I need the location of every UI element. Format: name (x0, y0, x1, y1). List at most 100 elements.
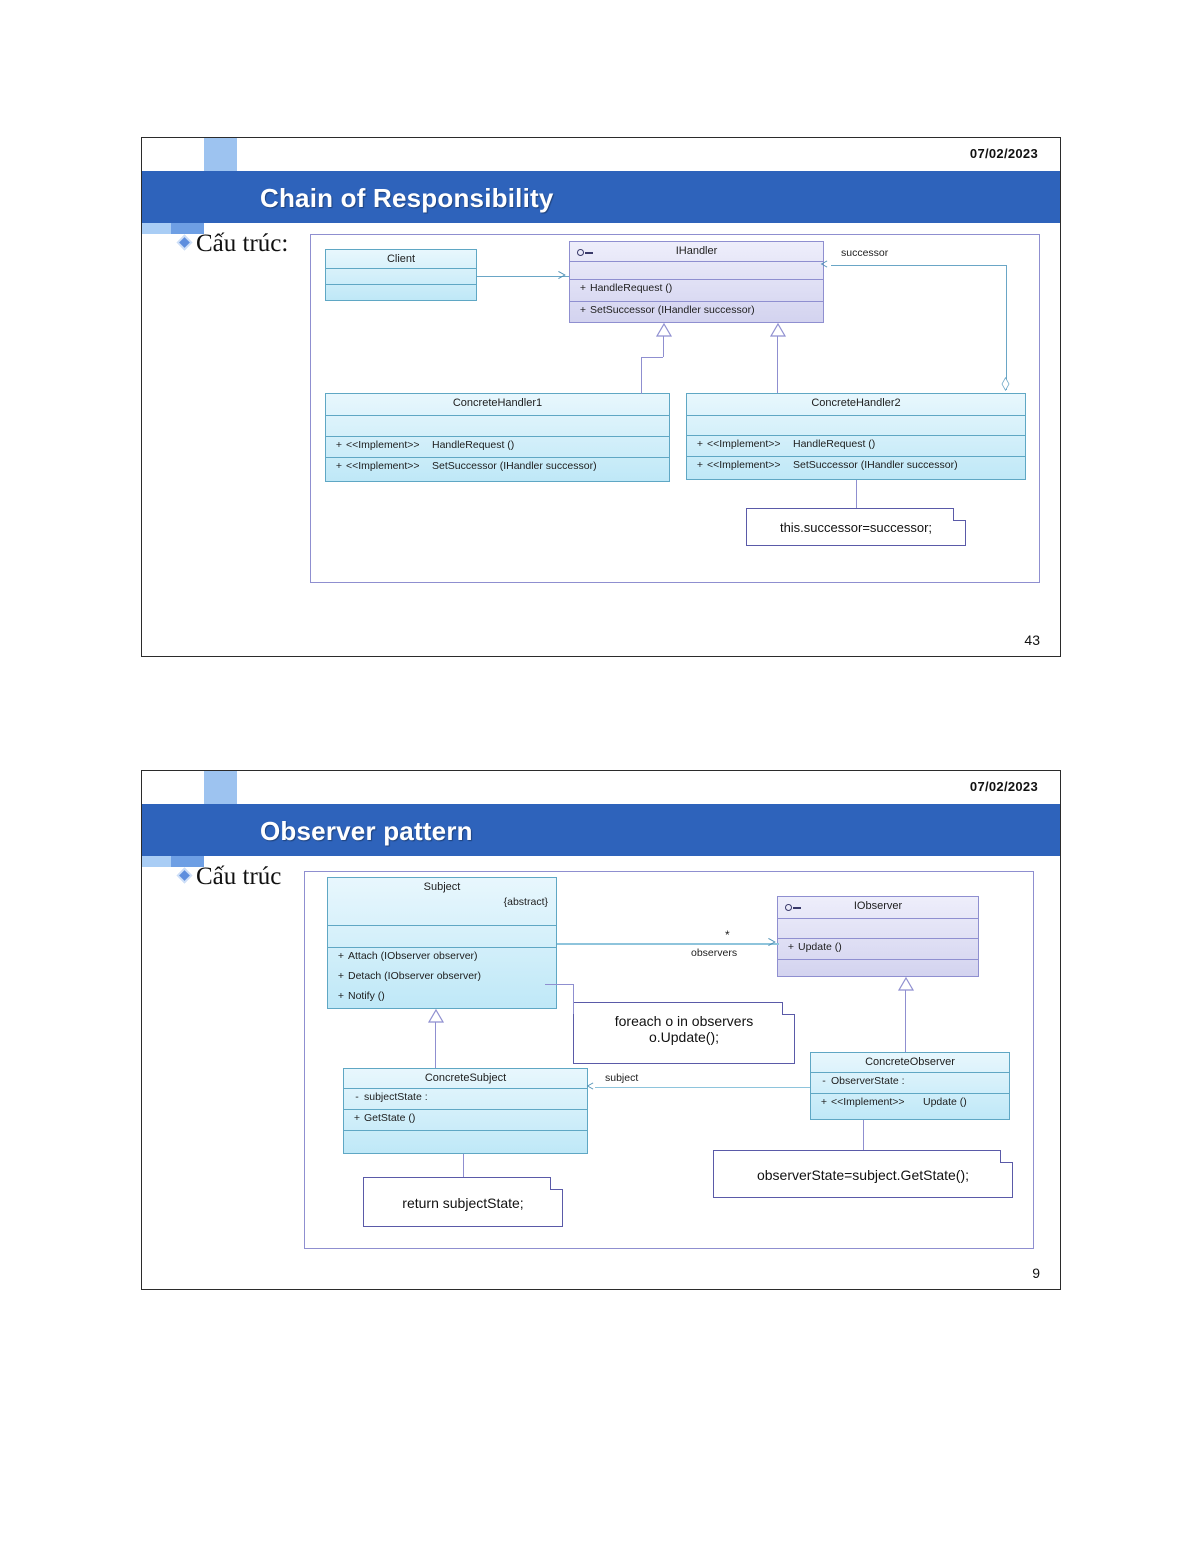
stereotype-label: <<Implement>> (831, 1096, 905, 1108)
bullet-cau-truc: Cấu trúc: (176, 230, 289, 258)
class-attributes-ihandler (570, 262, 823, 280)
uml-note-this-successor: this.successor=successor; (746, 508, 966, 546)
class-operation-row: +HandleRequest () (570, 280, 823, 302)
note-fold-corner (953, 508, 966, 521)
stereotype-label: <<Implement>> (707, 438, 781, 450)
slide-title: Chain of Responsibility (260, 183, 554, 213)
class-name-concretehandler2: ConcreteHandler2 (687, 394, 1025, 416)
slide-date: 07/02/2023 (969, 779, 1038, 794)
connector-successor-v (1006, 265, 1007, 390)
class-attribute-row: -ObserverState : (811, 1073, 1009, 1094)
class-operation-row: +GetState () (344, 1110, 587, 1131)
uml-class-concretesubject: ConcreteSubject -subjectState : +GetStat… (343, 1068, 588, 1154)
arrow-head-observers (768, 938, 776, 946)
operation-signature: SetSuccessor (IHandler successor) (432, 460, 597, 472)
class-attributes-concretehandler1 (326, 416, 669, 437)
note-text: observerState=subject.GetState(); (756, 1167, 970, 1183)
uml-class-ihandler: IHandler +HandleRequest () +SetSuccessor… (569, 241, 824, 323)
bullet-cau-truc: Cấu trúc (176, 863, 282, 891)
note-fold-corner (1000, 1150, 1013, 1163)
class-name-concretehandler1: ConcreteHandler1 (326, 394, 669, 416)
slide-title-bar: Chain of Responsibility (142, 171, 1060, 223)
connector-ch1-ihandler-v2 (663, 335, 664, 357)
connector-notify-note-h (545, 984, 573, 985)
note-fold-corner (550, 1177, 563, 1190)
class-operation-row: +Update () (778, 939, 978, 960)
slide-title-bar: Observer pattern (142, 804, 1060, 856)
class-attributes-iobserver (778, 919, 978, 939)
generalization-triangle-concreteobserver (897, 977, 915, 991)
deco-square-1 (204, 138, 237, 171)
visibility-marker: + (337, 950, 345, 962)
visibility-marker: + (820, 1096, 828, 1108)
connector-client-ihandler (477, 276, 569, 277)
visibility-marker: + (696, 459, 704, 471)
note-text: this.successor=successor; (779, 520, 933, 535)
uml-diagram-canvas-observer: Subject {abstract} +Attach (IObserver ob… (304, 871, 1034, 1249)
slide-page-number: 43 (1024, 632, 1040, 648)
class-operation-row: +<<Implement>> SetSuccessor (IHandler suc… (326, 458, 669, 479)
uml-class-concretehandler2: ConcreteHandler2 +<<Implement>> HandleReq… (686, 393, 1026, 480)
stereotype-label: <<Implement>> (707, 459, 781, 471)
class-title-text: Subject (423, 881, 461, 893)
generalization-triangle-concretesubject (427, 1009, 445, 1023)
operation-signature: Notify () (348, 990, 385, 1002)
class-operation-row: +Notify () (328, 988, 556, 1008)
multiplicity-label-observers: * (725, 928, 730, 942)
class-operation-row: +SetSuccessor (IHandler successor) (570, 302, 823, 324)
class-extra-row-concretesubject (344, 1131, 587, 1153)
class-operation-row: +<<Implement>>HandleRequest () (326, 437, 669, 458)
bullet-label: Cấu trúc (196, 863, 282, 890)
visibility-marker: + (337, 990, 345, 1002)
visibility-marker: + (353, 1112, 361, 1124)
class-name-iobserver: IObserver (778, 897, 978, 919)
aggregation-diamond-successor (1001, 377, 1010, 391)
generalization-triangle-ch1 (655, 323, 673, 337)
connector-cs-note (463, 1154, 464, 1177)
uml-class-subject: Subject {abstract} +Attach (IObserver ob… (327, 877, 557, 1009)
stereotype-label: <<Implement>> (346, 460, 420, 472)
visibility-marker: - (355, 1091, 359, 1103)
operation-signature: SetSuccessor (IHandler successor) (793, 459, 958, 471)
class-operation-row: +<<Implement>>HandleRequest () (687, 436, 1025, 457)
interface-icon (785, 904, 801, 913)
class-operation-row: +Detach (IObserver observer) (328, 968, 556, 988)
class-attributes-client (326, 269, 476, 285)
slide-page-number: 9 (1032, 1265, 1040, 1281)
class-attributes-concretehandler2 (687, 416, 1025, 436)
uml-note-observerstate: observerState=subject.GetState(); (713, 1150, 1013, 1198)
attribute-signature: subjectState : (364, 1091, 428, 1103)
connector-co-note (863, 1120, 864, 1150)
connector-successor-h (831, 265, 1007, 266)
slide-chain-of-responsibility: 07/02/2023 Chain of Responsibility Cấu t… (141, 137, 1061, 657)
operation-signature: HandleRequest () (432, 439, 515, 451)
class-attributes-subject (328, 926, 556, 948)
visibility-marker: + (337, 970, 345, 982)
operation-signature: GetState () (364, 1112, 416, 1124)
connector-ch2-ihandler-v (777, 335, 778, 393)
bullet-label: Cấu trúc: (196, 230, 289, 257)
abstract-modifier: {abstract} (503, 896, 548, 908)
connector-subject (595, 1087, 810, 1088)
note-text-line1: foreach o in observers (614, 1013, 754, 1029)
class-name-ihandler: IHandler (570, 242, 823, 262)
operation-signature: HandleRequest () (793, 438, 876, 450)
visibility-marker: + (579, 282, 587, 294)
association-label-observers: observers (691, 947, 738, 959)
class-operation-row: +<<Implement>> SetSuccessor (IHandler suc… (687, 457, 1025, 478)
operation-signature: Detach (IObserver observer) (348, 970, 482, 982)
class-name-concreteobserver: ConcreteObserver (811, 1053, 1009, 1073)
uml-note-return-subjectstate: return subjectState; (363, 1177, 563, 1227)
class-name-client: Client (326, 250, 476, 269)
operation-signature: Attach (IObserver observer) (348, 950, 478, 962)
uml-class-concreteobserver: ConcreteObserver -ObserverState : +<<Imp… (810, 1052, 1010, 1120)
note-fold-corner (782, 1002, 795, 1015)
generalization-triangle-ch2 (769, 323, 787, 337)
slide-observer-pattern: 07/02/2023 Observer pattern Cấu trúc Sub… (141, 770, 1061, 1290)
interface-icon (577, 249, 593, 258)
visibility-marker: + (335, 460, 343, 472)
deco-square-1 (204, 771, 237, 804)
class-operation-row: +Attach (IObserver observer) (328, 948, 556, 968)
arrow-head-successor (820, 260, 828, 268)
